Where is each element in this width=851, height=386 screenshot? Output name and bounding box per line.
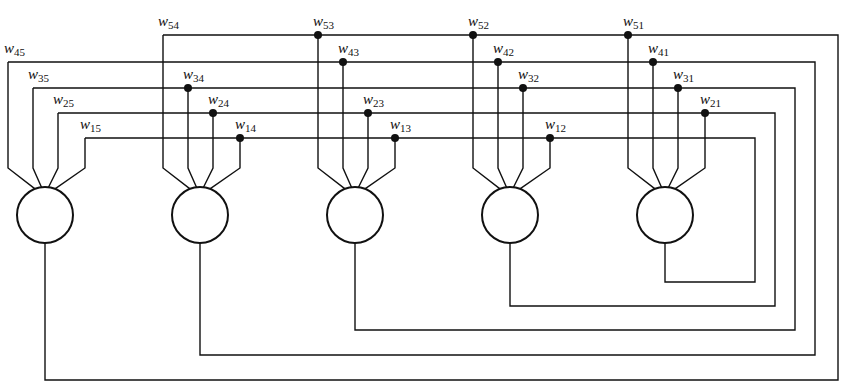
input-wire [210, 138, 240, 189]
feedback-wire [45, 35, 838, 380]
weight-junction [314, 31, 322, 39]
neuron-circle [637, 187, 693, 243]
weight-label: w31 [672, 66, 695, 83]
weight-label: w52 [467, 13, 490, 30]
weight-label: w51 [622, 13, 645, 30]
neuron-circle [17, 187, 73, 243]
weight-label: w43 [337, 40, 360, 57]
weight-label: w21 [699, 91, 722, 108]
weight-label: w13 [389, 116, 412, 133]
input-wire [473, 35, 500, 189]
input-wire [514, 88, 524, 187]
weight-label: w41 [647, 40, 670, 57]
input-wire [359, 113, 369, 187]
weight-junction [391, 134, 399, 142]
input-wire [653, 62, 662, 187]
weight-label: w24 [207, 91, 230, 108]
weight-label: w32 [517, 66, 540, 83]
weight-junction [209, 109, 217, 117]
weight-label: w34 [182, 66, 205, 83]
weight-junction [494, 58, 502, 66]
weight-junction [519, 84, 527, 92]
weight-label: w53 [312, 13, 335, 30]
weight-junction [236, 134, 244, 142]
input-wire [318, 35, 345, 189]
feedback-wire [8, 62, 815, 355]
input-wire [498, 62, 507, 187]
input-wire [343, 62, 352, 187]
weight-junction [674, 84, 682, 92]
weight-label: w45 [3, 40, 26, 57]
feedback-wire [58, 113, 775, 306]
input-wire [55, 138, 85, 189]
weight-junction [546, 134, 554, 142]
weight-junction [649, 58, 657, 66]
weight-junction [184, 84, 192, 92]
weight-label: w42 [492, 40, 515, 57]
input-wire [204, 113, 214, 187]
input-wire [49, 113, 59, 187]
input-wire [365, 138, 395, 189]
feedback-wire [85, 138, 755, 282]
weight-junction [624, 31, 632, 39]
weight-junction [339, 58, 347, 66]
feedback-wire [33, 88, 795, 330]
weight-junction [701, 109, 709, 117]
input-wire [675, 113, 705, 189]
weight-label: w14 [234, 116, 257, 133]
weight-label: w54 [157, 13, 180, 30]
input-wire [520, 138, 550, 189]
input-wire [669, 88, 679, 187]
weight-label: w25 [52, 91, 75, 108]
weight-label: w12 [544, 116, 567, 133]
weight-junction [364, 109, 372, 117]
input-wire [33, 88, 42, 187]
neuron-circle [172, 187, 228, 243]
neuron-circle [327, 187, 383, 243]
weight-junction [469, 31, 477, 39]
input-wire [628, 35, 655, 189]
neuron-circle [482, 187, 538, 243]
input-wire [163, 35, 190, 189]
weight-label: w35 [27, 66, 50, 83]
input-wire [188, 88, 197, 187]
weight-label: w15 [79, 116, 102, 133]
weight-label: w23 [362, 91, 385, 108]
